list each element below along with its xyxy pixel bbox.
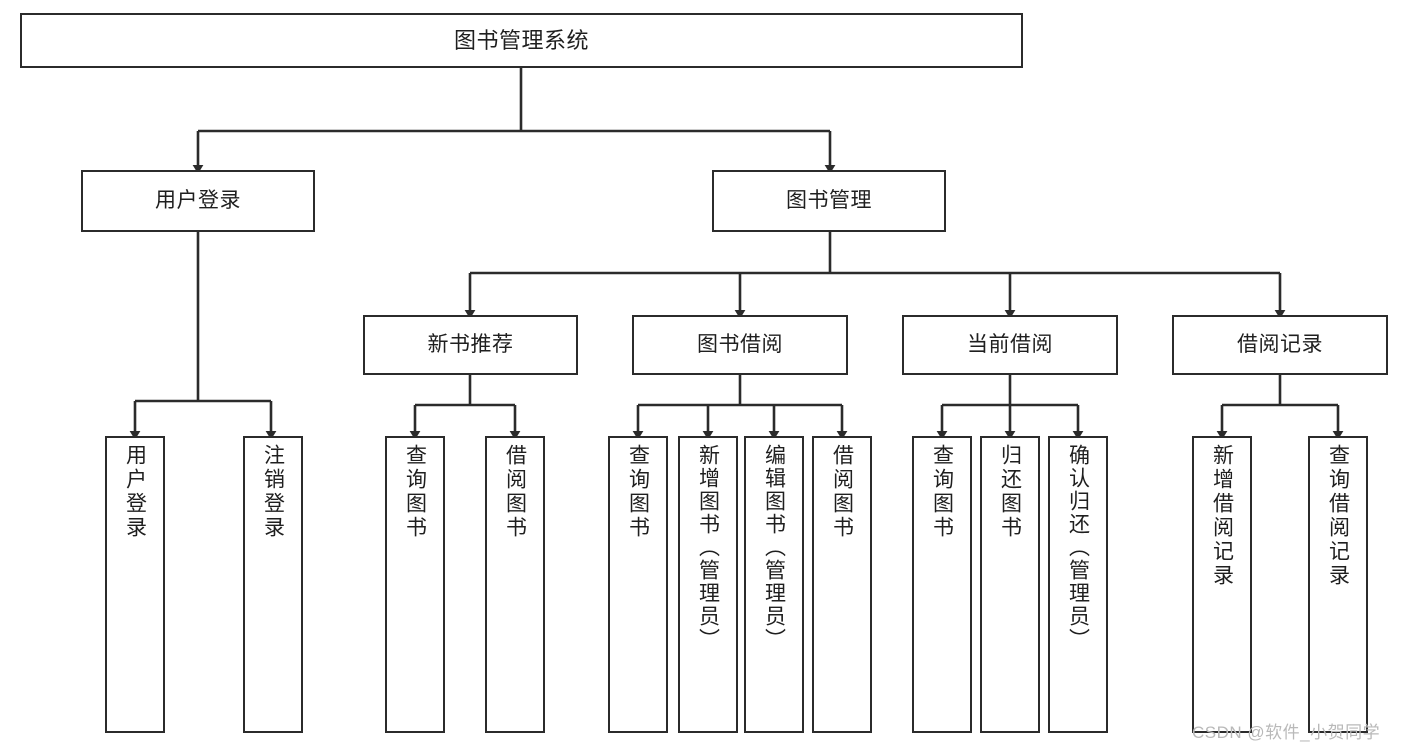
node-label: 新增图书（管理员） bbox=[696, 444, 720, 651]
node-label: 确认归还（管理员） bbox=[1066, 444, 1090, 651]
node-label: 图书管理系统 bbox=[453, 27, 589, 53]
node-label: 查询图书 bbox=[930, 444, 954, 540]
leaf-borrow-book-new[interactable]: 借阅图书 bbox=[485, 436, 545, 733]
leaf-return-book[interactable]: 归还图书 bbox=[980, 436, 1040, 733]
node-label: 借阅记录 bbox=[1237, 332, 1323, 356]
leaf-confirm-return-admin[interactable]: 确认归还（管理员） bbox=[1048, 436, 1108, 733]
leaf-borrow-book[interactable]: 借阅图书 bbox=[812, 436, 872, 733]
node-label: 查询图书 bbox=[626, 444, 650, 540]
node-label: 新书推荐 bbox=[427, 332, 514, 356]
node-label: 归还图书 bbox=[998, 444, 1022, 540]
node-user-login[interactable]: 用户登录 bbox=[81, 170, 315, 232]
node-label: 图书借阅 bbox=[697, 332, 783, 356]
node-label: 新增借阅记录 bbox=[1210, 444, 1234, 588]
node-book-borrow[interactable]: 图书借阅 bbox=[632, 315, 848, 375]
leaf-logout-login[interactable]: 注销登录 bbox=[243, 436, 303, 733]
node-new-book-recommend[interactable]: 新书推荐 bbox=[363, 315, 578, 375]
leaf-query-borrow-record[interactable]: 查询借阅记录 bbox=[1308, 436, 1368, 733]
node-borrow-record[interactable]: 借阅记录 bbox=[1172, 315, 1388, 375]
leaf-query-book-new[interactable]: 查询图书 bbox=[385, 436, 445, 733]
node-book-management[interactable]: 图书管理 bbox=[712, 170, 946, 232]
node-label: 当前借阅 bbox=[967, 332, 1053, 356]
leaf-add-book-admin[interactable]: 新增图书（管理员） bbox=[678, 436, 738, 733]
node-label: 注销登录 bbox=[261, 444, 285, 540]
node-label: 查询图书 bbox=[403, 444, 427, 540]
node-label: 图书管理 bbox=[786, 188, 872, 212]
node-root-system[interactable]: 图书管理系统 bbox=[20, 13, 1023, 68]
leaf-user-login[interactable]: 用户登录 bbox=[105, 436, 165, 733]
leaf-add-borrow-record[interactable]: 新增借阅记录 bbox=[1192, 436, 1252, 733]
node-label: 编辑图书（管理员） bbox=[762, 444, 786, 651]
node-label: 借阅图书 bbox=[503, 444, 527, 540]
node-label: 借阅图书 bbox=[830, 444, 854, 540]
leaf-edit-book-admin[interactable]: 编辑图书（管理员） bbox=[744, 436, 804, 733]
leaf-query-book-borrow[interactable]: 查询图书 bbox=[608, 436, 668, 733]
node-label: 用户登录 bbox=[155, 188, 241, 212]
node-current-borrow[interactable]: 当前借阅 bbox=[902, 315, 1118, 375]
csdn-watermark: CSDN @软件_小贺同学 bbox=[1192, 723, 1381, 742]
leaf-query-book-current[interactable]: 查询图书 bbox=[912, 436, 972, 733]
node-label: 用户登录 bbox=[123, 444, 147, 540]
node-label: 查询借阅记录 bbox=[1326, 444, 1350, 588]
